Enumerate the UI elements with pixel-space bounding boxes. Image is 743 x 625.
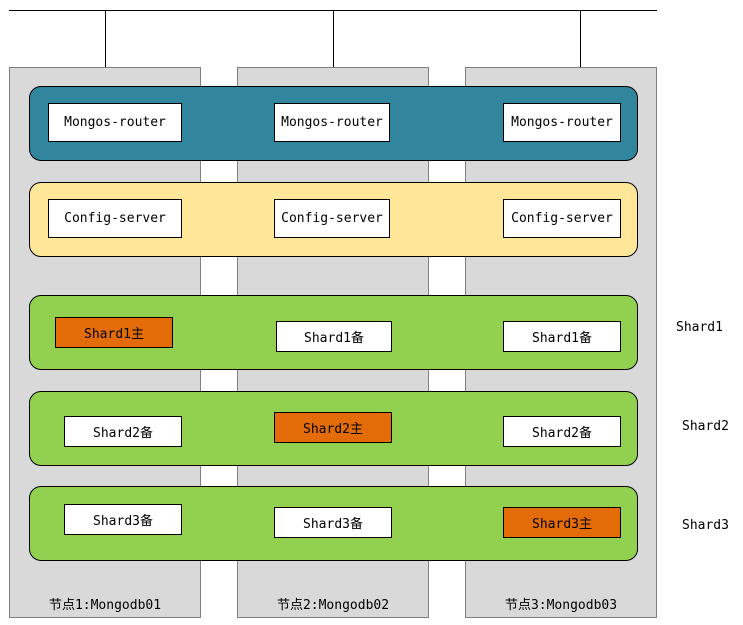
mongos-router-box-1: Mongos-router bbox=[48, 103, 182, 142]
shard2-primary-box: Shard2主 bbox=[274, 412, 392, 443]
config-server-box-3: Config-server bbox=[503, 199, 621, 238]
node2-label: 节点2:Mongodb02 bbox=[276, 598, 390, 613]
mongos-router-box-3: Mongos-router bbox=[503, 103, 621, 142]
shard3-secondary-box-node2: Shard3备 bbox=[274, 507, 392, 538]
config-server-box-1: Config-server bbox=[48, 199, 182, 238]
network-drop-node1 bbox=[105, 10, 106, 68]
network-drop-node2 bbox=[333, 10, 334, 68]
shard3-secondary-box-node1: Shard3备 bbox=[64, 504, 182, 535]
shard1-primary-box: Shard1主 bbox=[55, 317, 173, 348]
shard1-secondary-box-node3: Shard1备 bbox=[503, 321, 621, 352]
config-server-box-2: Config-server bbox=[274, 199, 390, 238]
shard1-secondary-box-node2: Shard1备 bbox=[276, 321, 392, 352]
network-drop-node3 bbox=[580, 10, 581, 68]
shard3-label: Shard3 bbox=[682, 518, 729, 533]
node3-label: 节点3:Mongodb03 bbox=[504, 598, 618, 613]
shard2-secondary-box-node3: Shard2备 bbox=[503, 416, 621, 447]
shard3-primary-box: Shard3主 bbox=[503, 507, 621, 538]
shard1-label: Shard1 bbox=[676, 320, 723, 335]
mongos-router-box-2: Mongos-router bbox=[274, 103, 390, 142]
node1-label: 节点1:Mongodb01 bbox=[48, 598, 162, 613]
shard2-secondary-box-node1: Shard2备 bbox=[64, 416, 182, 447]
shard2-label: Shard2 bbox=[682, 419, 729, 434]
